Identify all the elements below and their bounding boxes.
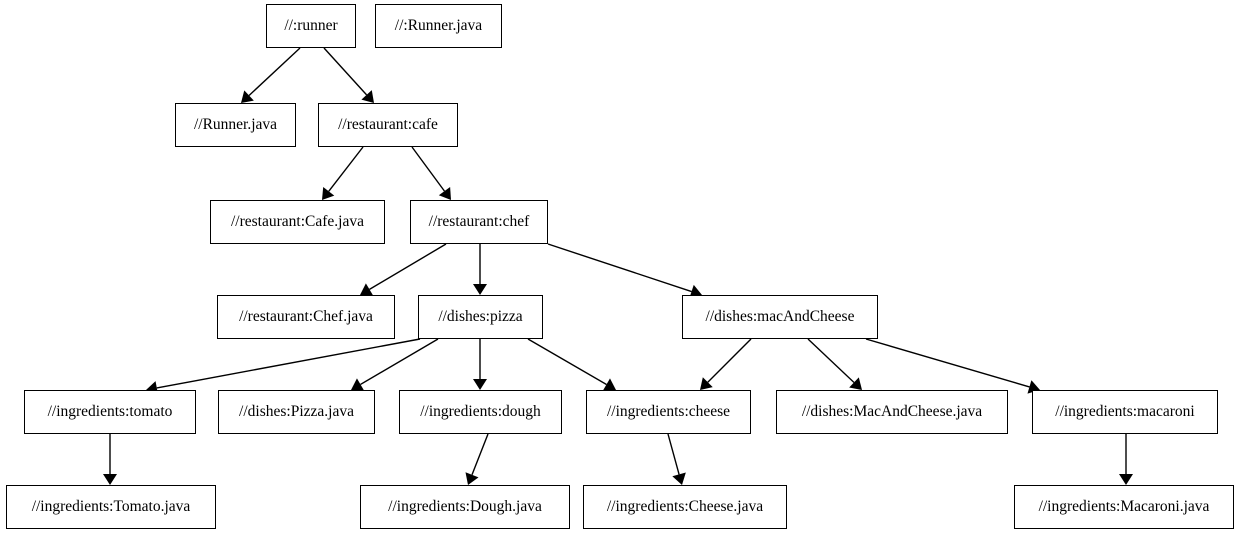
graph-edge-ingredients_tomato-to-ingredients_Tomato_java xyxy=(103,434,117,485)
graph-node-dishes_pizza[interactable]: //dishes:pizza xyxy=(418,295,543,339)
graph-edge-runner-to-restaurant_cafe xyxy=(323,47,374,103)
arrowhead-icon xyxy=(700,377,713,390)
graph-edge-ingredients_dough-to-ingredients_Dough_java xyxy=(465,433,489,485)
graph-node-ingredients_Dough_java[interactable]: //ingredients:Dough.java xyxy=(360,485,570,529)
graph-edge-ingredients_cheese-to-ingredients_Cheese_java xyxy=(667,433,686,485)
graph-edge-restaurant_cafe-to-restaurant_chef xyxy=(411,146,451,200)
graph-node-dishes_macAndCheese[interactable]: //dishes:macAndCheese xyxy=(682,295,878,339)
graph-node-ingredients_Cheese_java[interactable]: //ingredients:Cheese.java xyxy=(583,485,787,529)
arrowhead-icon xyxy=(360,283,374,296)
graph-edge-restaurant_cafe-to-restaurant_Cafe_java xyxy=(322,146,364,200)
graph-node-ingredients_dough[interactable]: //ingredients:dough xyxy=(399,390,562,434)
graph-edge-dishes_pizza-to-dishes_Pizza_java xyxy=(351,338,439,391)
graph-edge-dishes_pizza-to-ingredients_cheese xyxy=(527,338,616,391)
graph-node-restaurant_cafe[interactable]: //restaurant:cafe xyxy=(318,103,458,147)
graph-node-ingredients_Macaroni_java[interactable]: //ingredients:Macaroni.java xyxy=(1014,485,1234,529)
graph-node-root_Runner_java[interactable]: //:Runner.java xyxy=(375,4,502,48)
arrowhead-icon xyxy=(241,90,254,103)
graph-node-ingredients_macaroni[interactable]: //ingredients:macaroni xyxy=(1032,390,1218,434)
graph-node-runner[interactable]: //:runner xyxy=(266,4,356,48)
arrowhead-icon xyxy=(602,378,616,391)
arrowhead-icon xyxy=(361,90,374,103)
arrowhead-icon xyxy=(438,186,451,200)
graph-node-restaurant_chef[interactable]: //restaurant:chef xyxy=(410,200,548,244)
graph-node-dishes_MacAndCheese_java[interactable]: //dishes:MacAndCheese.java xyxy=(776,390,1008,434)
graph-edge-ingredients_macaroni-to-ingredients_Macaroni_java xyxy=(1119,434,1133,485)
arrowhead-icon xyxy=(322,187,335,200)
graph-edge-runner-to-Runner_java xyxy=(241,47,301,103)
arrowhead-icon xyxy=(465,472,479,485)
graph-node-Runner_java[interactable]: //Runner.java xyxy=(175,103,296,147)
graph-node-dishes_Pizza_java[interactable]: //dishes:Pizza.java xyxy=(218,390,375,434)
arrowhead-icon xyxy=(103,474,117,485)
arrowhead-icon xyxy=(672,472,686,485)
arrowhead-icon xyxy=(351,378,365,391)
graph-edge-dishes_pizza-to-ingredients_tomato xyxy=(146,338,421,395)
graph-edge-restaurant_chef-to-restaurant_Chef_java xyxy=(360,243,447,296)
arrowhead-icon xyxy=(473,379,487,390)
arrowhead-icon xyxy=(473,284,487,295)
graph-node-restaurant_Cafe_java[interactable]: //restaurant:Cafe.java xyxy=(210,200,385,244)
graph-edge-restaurant_chef-to-dishes_macAndCheese xyxy=(547,243,702,299)
arrowhead-icon xyxy=(1119,474,1133,485)
graph-edge-restaurant_chef-to-dishes_pizza xyxy=(473,244,487,295)
graph-node-restaurant_Chef_java[interactable]: //restaurant:Chef.java xyxy=(217,295,395,339)
graph-edge-dishes_macAndCheese-to-ingredients_macaroni xyxy=(865,338,1040,394)
graph-edge-dishes_pizza-to-ingredients_dough xyxy=(473,339,487,390)
graph-node-ingredients_tomato[interactable]: //ingredients:tomato xyxy=(24,390,196,434)
graph-node-ingredients_cheese[interactable]: //ingredients:cheese xyxy=(586,390,751,434)
graph-node-ingredients_Tomato_java[interactable]: //ingredients:Tomato.java xyxy=(6,485,216,529)
graph-edge-dishes_macAndCheese-to-dishes_MacAndCheese_java xyxy=(807,338,862,390)
graph-edge-dishes_macAndCheese-to-ingredients_cheese xyxy=(700,338,752,390)
arrowhead-icon xyxy=(849,377,862,390)
